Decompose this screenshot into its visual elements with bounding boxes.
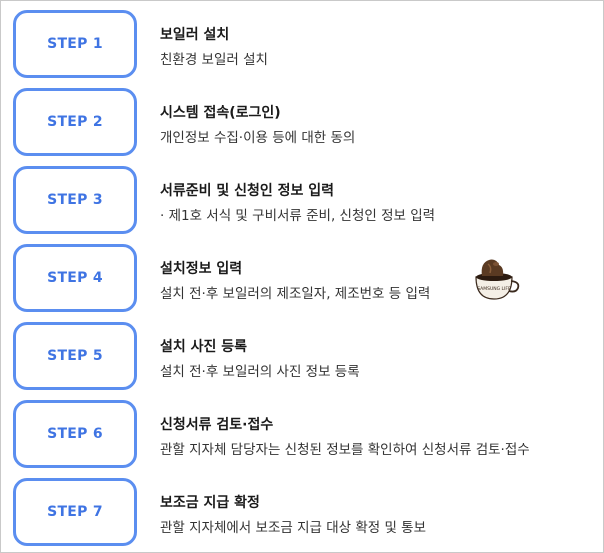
- step-description: · 제1호 서식 및 구비서류 준비, 신청인 정보 입력: [160, 208, 436, 224]
- step-title: 시스템 접속(로그인): [160, 105, 281, 121]
- step-description: 설치 전·후 보일러의 사진 정보 등록: [160, 364, 360, 380]
- step-6: STEP 6: [13, 400, 137, 468]
- step-description: 관할 지자체 담당자는 신청된 정보를 확인하여 신청서류 검토·접수: [160, 442, 530, 458]
- step-description: 설치 전·후 보일러의 제조일자, 제조번호 등 입력: [160, 286, 431, 302]
- step-description: 개인정보 수집·이용 등에 대한 동의: [160, 130, 356, 146]
- step-badge: STEP 7: [13, 478, 137, 546]
- step-description: 친환경 보일러 설치: [160, 52, 268, 68]
- step-title: 설치 사진 등록: [160, 339, 248, 355]
- svg-text:SAMSUNG LIFE: SAMSUNG LIFE: [477, 286, 511, 292]
- step-badge: STEP 6: [13, 400, 137, 468]
- step-title: 신청서류 검토·접수: [160, 417, 274, 433]
- step-badge: STEP 4: [13, 244, 137, 312]
- step-4: STEP 4: [13, 244, 137, 312]
- step-badge: STEP 3: [13, 166, 137, 234]
- step-1: STEP 1: [13, 10, 137, 78]
- coffee-cup-icon: SAMSUNG LIFE: [470, 255, 522, 303]
- step-title: 서류준비 및 신청인 정보 입력: [160, 183, 335, 199]
- step-title: 설치정보 입력: [160, 261, 243, 277]
- step-3: STEP 3: [13, 166, 137, 234]
- step-badge: STEP 1: [13, 10, 137, 78]
- step-description: 관할 지자체에서 보조금 지급 대상 확정 및 통보: [160, 520, 427, 536]
- step-badge: STEP 2: [13, 88, 137, 156]
- step-badge: STEP 5: [13, 322, 137, 390]
- step-2: STEP 2: [13, 88, 137, 156]
- step-5: STEP 5: [13, 322, 137, 390]
- step-title: 보일러 설치: [160, 27, 230, 43]
- step-title: 보조금 지급 확정: [160, 495, 260, 511]
- step-7: STEP 7: [13, 478, 137, 546]
